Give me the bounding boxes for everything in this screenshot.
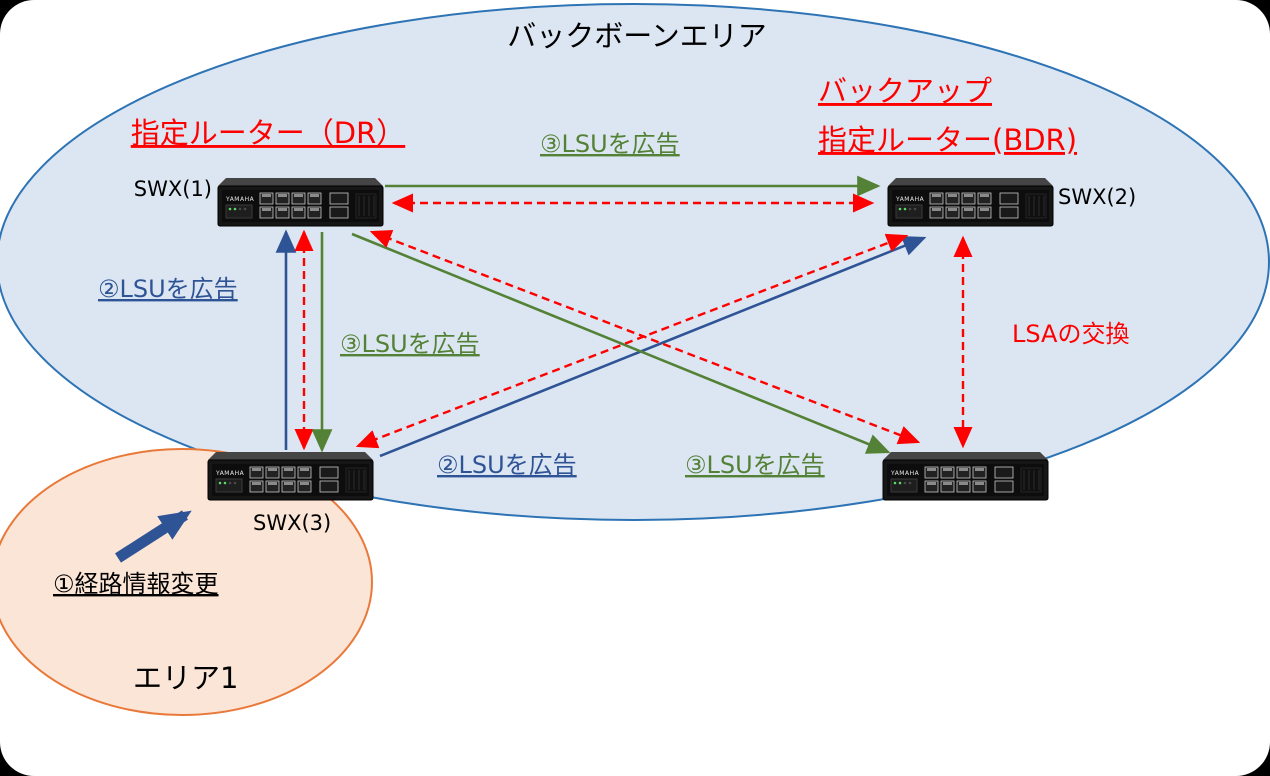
area1-label: エリア1 [133,661,238,695]
arrow-lsa-dr-switch4 [369,229,921,445]
label-lsu2-left: ②LSUを広告 [98,275,238,303]
backbone-area-title: バックボーンエリア [507,19,767,53]
label-lsu3-bottom: ③LSUを広告 [685,451,825,479]
label-lsu3-top: ③LSUを広告 [540,130,680,158]
bdr-role-label-line2: 指定ルーター(BDR) [818,123,1077,157]
node-label-swx2: SWX(2) [1058,185,1136,209]
label-lsu2-bottom: ②LSUを広告 [437,451,577,479]
arrow-route-change [115,510,192,563]
bdr-role-label-line1: バックアップ [818,74,992,108]
label-lsa-exchange: LSAの交換 [1012,320,1129,348]
area1-ellipse [0,448,373,716]
switch-brand-logo: YAMAHA [890,470,920,477]
dr-role-label: 指定ルーター（DR） [131,116,405,150]
backbone-area-ellipse [0,3,1270,521]
switch-swx3: YAMAHA [207,451,374,501]
label-lsu3-mid: ③LSUを広告 [340,330,480,358]
switch-brand-logo: YAMAHA [225,196,255,203]
switch-4: YAMAHA [882,451,1049,501]
node-label-swx3: SWX(3) [253,511,331,535]
switch-brand-logo: YAMAHA [215,470,245,477]
switch-swx2: YAMAHA [887,177,1054,227]
switch-brand-logo: YAMAHA [895,196,925,203]
label-route-change: ①経路情報変更 [53,570,219,598]
switch-swx1: YAMAHA [217,177,384,227]
node-label-swx1: SWX(1) [134,177,212,201]
